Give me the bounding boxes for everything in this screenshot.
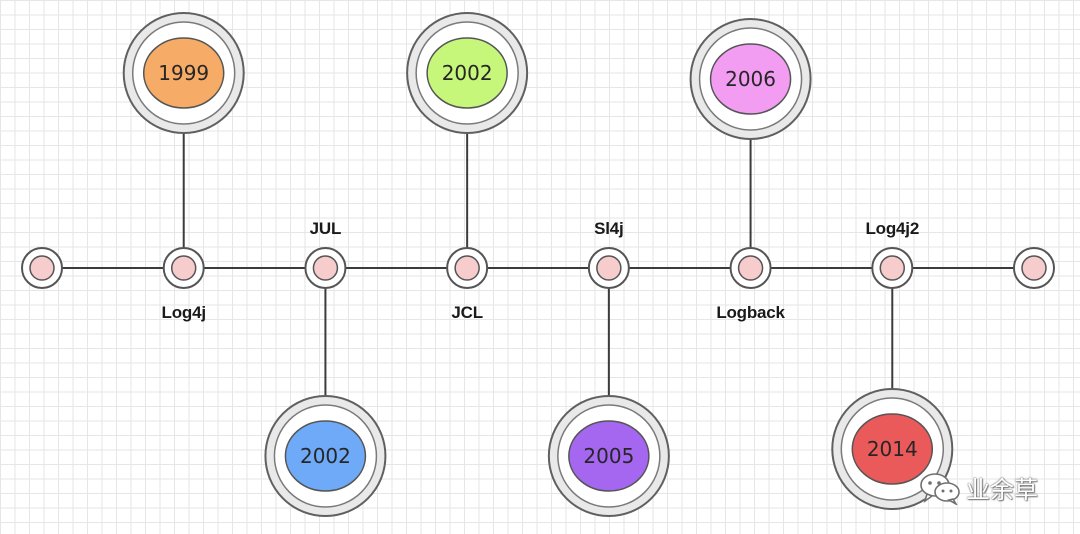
year-bubble-layer: 1999 2002 2002 2005 2006 2014	[122, 12, 954, 517]
timeline-node-start	[21, 247, 63, 289]
year-bubble-jcl: 2002	[406, 12, 529, 134]
node-dot	[737, 255, 764, 281]
node-label-sl4j: Sl4j	[594, 219, 623, 238]
timeline-node-jcl	[446, 247, 489, 289]
timeline-node-end	[1013, 247, 1055, 289]
node-label-logback: Logback	[716, 303, 785, 322]
timeline-node-sl4j	[587, 247, 630, 289]
node-dot	[454, 255, 480, 281]
node-dot	[312, 255, 339, 281]
watermark: 业余草	[918, 470, 1038, 505]
year-text-sl4j: 2005	[583, 444, 634, 468]
timeline-node-log4j2	[871, 247, 914, 289]
node-label-log4j2: Log4j2	[865, 219, 919, 238]
year-bubble-fill	[142, 37, 225, 109]
year-text-log4j2: 2014	[867, 437, 918, 461]
timeline-node-logback	[729, 247, 772, 289]
node-dot	[170, 255, 197, 281]
year-text-logback: 2006	[725, 67, 776, 91]
node-label-jul: JUL	[310, 219, 342, 238]
timeline-node-log4j	[162, 247, 205, 289]
year-bubble-fill	[851, 413, 934, 485]
year-text-log4j: 1999	[158, 61, 209, 85]
node-dot	[879, 255, 906, 281]
year-bubble-fill	[426, 37, 508, 109]
node-dot	[1021, 255, 1047, 281]
year-bubble-jul: 2002	[264, 395, 387, 517]
node-label-log4j: Log4j	[162, 303, 206, 322]
year-text-jcl: 2002	[442, 61, 493, 85]
connector-layer	[182, 73, 894, 456]
node-dot	[29, 255, 55, 281]
year-bubble-log4j: 1999	[122, 12, 245, 134]
node-dot	[596, 255, 622, 281]
node-label-jcl: JCL	[451, 303, 483, 322]
timeline-node-layer	[21, 247, 1055, 289]
year-bubble-sl4j: 2005	[547, 395, 670, 517]
year-bubble-fill	[284, 420, 367, 492]
wechat-icon	[920, 472, 960, 505]
year-bubble-logback: 2006	[689, 18, 812, 140]
timeline-node-jul	[304, 247, 347, 289]
year-bubble-fill	[568, 420, 650, 492]
year-bubble-fill	[709, 43, 792, 115]
watermark-text: 业余草	[966, 476, 1038, 504]
year-text-jul: 2002	[300, 444, 351, 468]
